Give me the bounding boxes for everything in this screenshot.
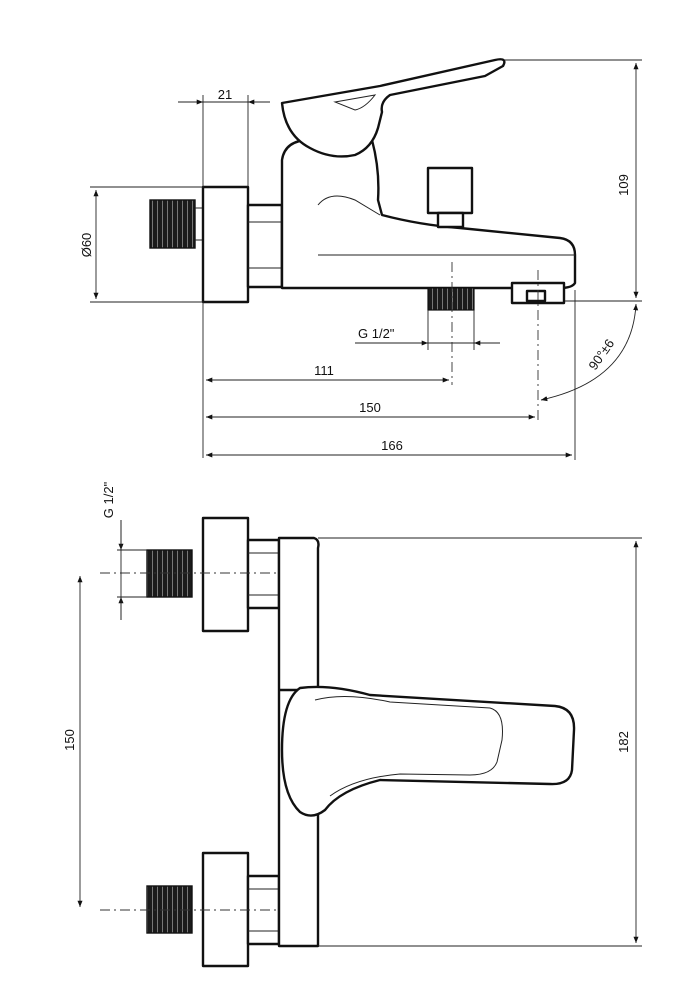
front-bottom-thread [146,885,193,934]
front-top-thread [146,549,193,598]
side-wall-flange [201,185,250,304]
side-thread-inlet [149,199,196,249]
dim-182-label: 182 [616,731,631,753]
dim-111-label: 111 [314,363,334,378]
front-top-flange [201,516,250,633]
side-view: 21 Ø60 109 G 1/2" 111 150 166 90°±6 [79,58,642,460]
front-top-nut [246,538,281,610]
side-shower-outlet-thread [427,287,475,311]
side-thread-label: G 1/2" [358,326,395,341]
dim-diameter-label: Ø60 [79,233,94,258]
front-bottom-flange [201,851,250,968]
front-thread-label: G 1/2" [101,481,116,518]
front-lever-handle [280,685,576,817]
dim-109-label: 109 [616,174,631,196]
side-lever-handle [280,58,506,158]
dim-21-label: 21 [218,87,232,102]
dim-166-label: 166 [381,438,403,453]
side-diverter-knob [426,166,474,215]
dim-150-side-label: 150 [359,400,381,415]
dim-angle-label: 90°±6 [585,336,617,372]
front-view: G 1/2" 150 182 [62,481,642,968]
dim-150-front-label: 150 [62,729,77,751]
side-hex-nut [246,203,284,289]
